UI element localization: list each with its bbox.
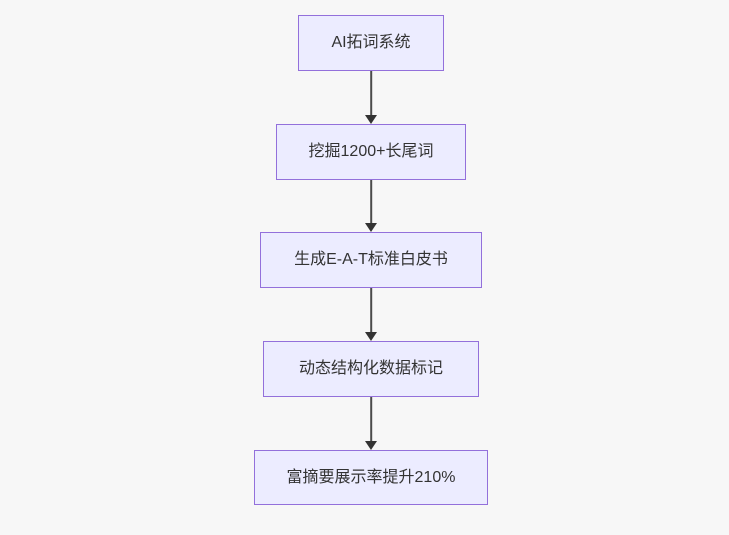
arrow-shaft (370, 397, 372, 442)
flow-node-longtail-mining: 挖掘1200+长尾词 (276, 124, 466, 180)
arrowhead-down-icon (365, 223, 377, 232)
flow-arrow-b-c (365, 180, 377, 232)
flow-node-label: AI拓词系统 (331, 34, 411, 51)
flow-node-structured-data-markup: 动态结构化数据标记 (263, 341, 479, 397)
arrowhead-down-icon (365, 332, 377, 341)
flow-node-rich-snippet-rate: 富摘要展示率提升210% (254, 450, 488, 505)
flow-node-label: 生成E-A-T标准白皮书 (294, 251, 448, 268)
flow-node-label: 富摘要展示率提升210% (286, 468, 456, 486)
flow-node-eat-whitepaper: 生成E-A-T标准白皮书 (260, 232, 482, 288)
flow-node-ai-keyword-system: AI拓词系统 (298, 15, 444, 71)
flow-arrow-a-b (365, 71, 377, 124)
arrow-shaft (370, 71, 372, 116)
flow-node-label: 挖掘1200+长尾词 (308, 143, 434, 160)
arrowhead-down-icon (365, 115, 377, 124)
flow-arrow-c-d (365, 288, 377, 341)
arrow-shaft (370, 180, 372, 224)
arrowhead-down-icon (365, 441, 377, 450)
flow-node-label: 动态结构化数据标记 (298, 360, 443, 377)
arrow-shaft (370, 288, 372, 333)
flow-arrow-d-e (365, 397, 377, 450)
